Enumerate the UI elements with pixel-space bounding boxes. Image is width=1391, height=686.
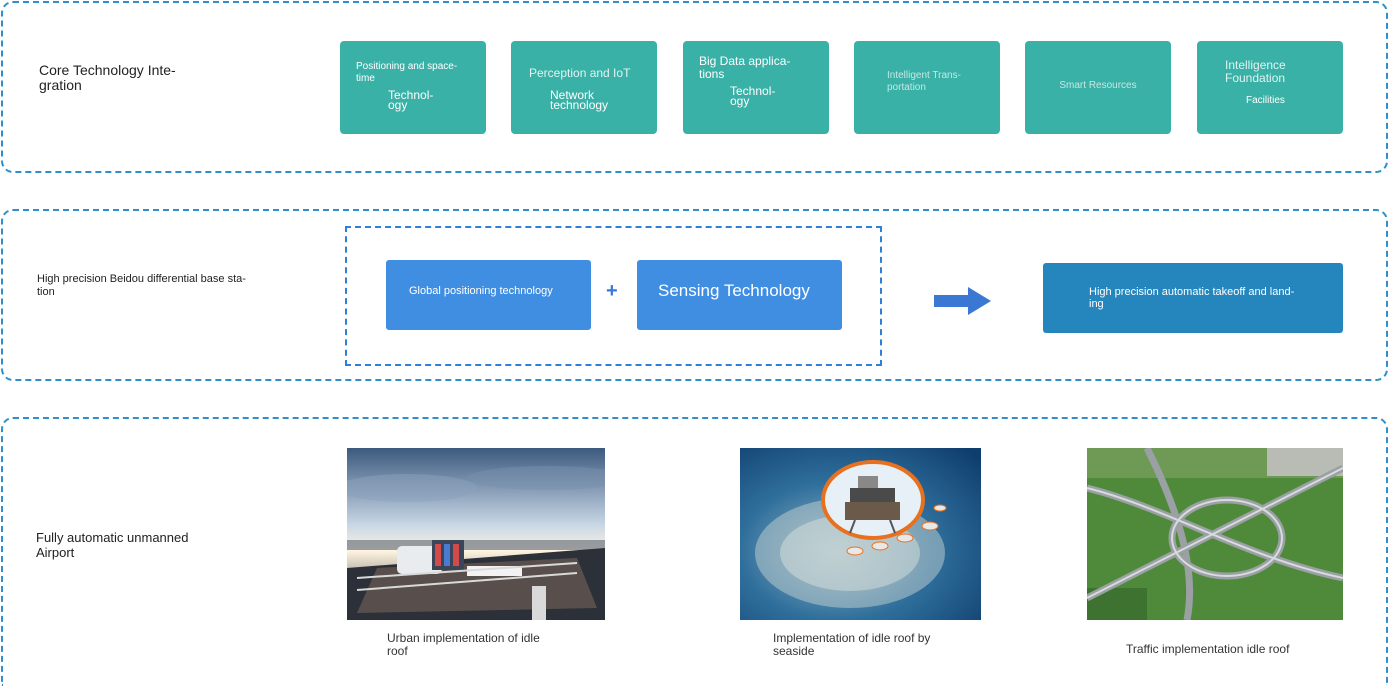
- card-label: Global positioning technology: [409, 285, 553, 297]
- traffic-interchange-image: [1087, 448, 1343, 620]
- urban-rooftop-image: [347, 448, 605, 620]
- card-label-primary: Positioning and space- time: [356, 61, 458, 84]
- positioning-technology-card[interactable]: Positioning and space- time Technol- ogy: [340, 41, 486, 134]
- smart-resources-card[interactable]: Smart Resources: [1025, 41, 1171, 134]
- card-label-primary: Perception and IoT: [529, 66, 631, 80]
- seaside-platform-image: [740, 448, 981, 620]
- card-label-primary: Smart Resources: [1059, 80, 1137, 91]
- card-label-secondary: Technol- ogy: [388, 88, 434, 112]
- core-technology-panel: [1, 1, 1388, 173]
- traffic-caption: Traffic implementation idle roof: [1126, 642, 1290, 656]
- plus-sign: +: [606, 280, 618, 302]
- arrow-right-icon: [934, 287, 991, 315]
- unmanned-airport-title: Fully automatic unmanned Airport: [36, 530, 189, 560]
- card-label-secondary: Facilities: [1246, 95, 1285, 106]
- card-label-secondary: Network technology: [550, 88, 609, 112]
- urban-caption: Urban implementation of idle roof: [387, 631, 540, 658]
- card-label-primary: Intelligent Trans- portation: [887, 70, 961, 93]
- global-positioning-card[interactable]: Global positioning technology: [386, 260, 591, 330]
- unmanned-airport-panel: [1, 417, 1388, 686]
- card-label-primary: Big Data applica- tions: [699, 54, 791, 81]
- card-label: Sensing Technology: [658, 281, 810, 300]
- big-data-card[interactable]: Big Data applica- tions Technol- ogy: [683, 41, 829, 134]
- beidou-title: High precision Beidou differential base …: [37, 273, 246, 298]
- automatic-takeoff-card[interactable]: High precision automatic takeoff and lan…: [1043, 263, 1343, 333]
- perception-iot-card[interactable]: Perception and IoT Network technology: [511, 41, 657, 134]
- beidou-panel: [1, 209, 1388, 381]
- technology-group-box: [345, 226, 882, 366]
- intelligent-transportation-card[interactable]: Intelligent Trans- portation: [854, 41, 1000, 134]
- card-label-primary: Intelligence Foundation: [1225, 58, 1286, 85]
- sensing-technology-card[interactable]: Sensing Technology: [637, 260, 842, 330]
- seaside-caption: Implementation of idle roof by seaside: [773, 631, 931, 658]
- core-technology-title: Core Technology Inte- gration: [39, 62, 176, 93]
- card-label: High precision automatic takeoff and lan…: [1089, 286, 1295, 310]
- intelligence-foundation-card[interactable]: Intelligence Foundation Facilities: [1197, 41, 1343, 134]
- card-label-secondary: Technol- ogy: [730, 84, 776, 108]
